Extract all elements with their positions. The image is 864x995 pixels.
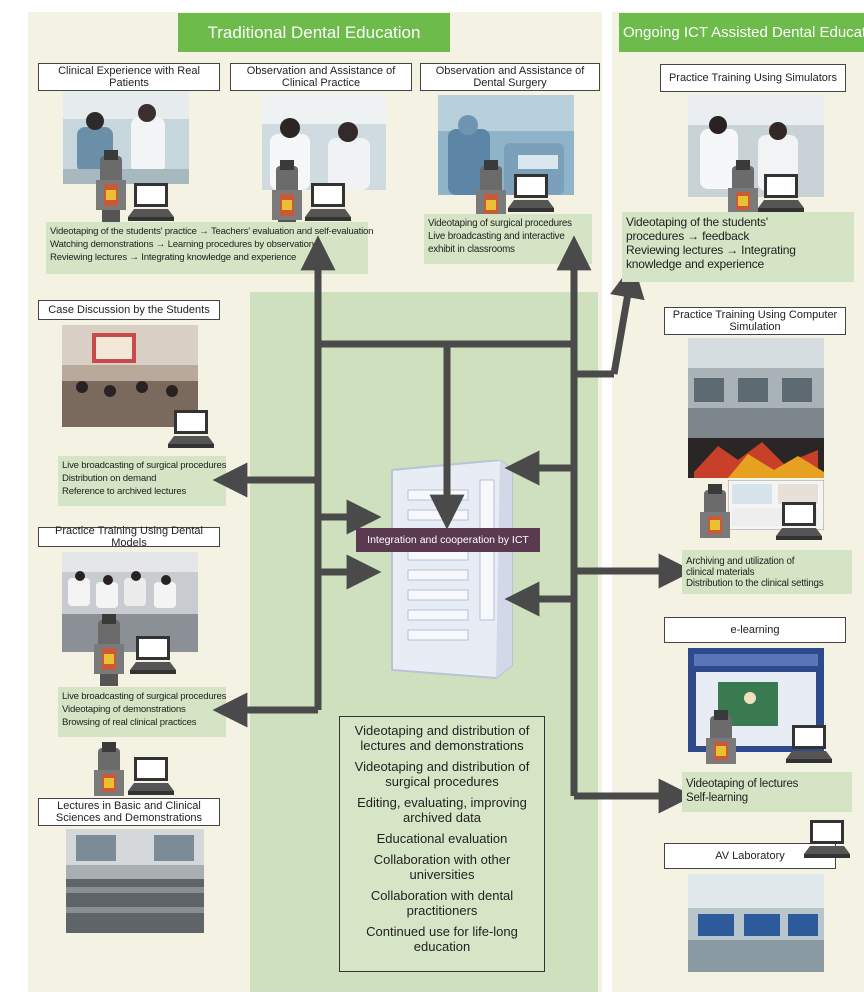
note-line: Reviewing lectures → Integrating <box>626 243 796 257</box>
function-item: Editing, evaluating, improving archived … <box>357 795 527 825</box>
dental-models-title: Practice Training Using Dental Models <box>38 525 220 549</box>
function-item: Continued use for life-long education <box>366 924 518 954</box>
note-line: Live broadcasting and interactive <box>428 231 565 242</box>
laptop-icon <box>130 636 176 676</box>
dental-models-photo <box>62 552 198 652</box>
note-line: Reference to archived lectures <box>62 486 187 497</box>
camcorder-icon <box>94 742 124 802</box>
laptop-icon <box>508 174 554 214</box>
function-item: Videotaping and distribution of surgical… <box>354 759 530 789</box>
note-line: Live broadcasting of surgical procedures <box>62 460 227 471</box>
clinical-experience-title: Clinical Experience with Real Patients <box>38 63 220 91</box>
note-line: Videotaping of the students' practice → … <box>50 226 374 237</box>
models-notes: Live broadcasting of surgical procedures… <box>58 687 226 737</box>
camcorder-icon <box>706 710 736 770</box>
laptop-icon <box>128 757 174 797</box>
laptop-icon <box>758 174 804 214</box>
note-line: Videotaping of surgical procedures <box>428 218 572 229</box>
function-item: Collaboration with dental practitioners <box>370 888 514 918</box>
laptop-icon <box>776 502 822 542</box>
note-line: Archiving and utilization of <box>686 556 795 567</box>
computer-simulation-title: Practice Training Using Computer Simulat… <box>664 307 846 335</box>
camcorder-icon <box>96 150 126 222</box>
computer-simulation-photo <box>688 338 824 478</box>
laptop-icon <box>168 410 214 450</box>
note-line: clinical materials <box>686 567 755 578</box>
note-line: Distribution to the clinical settings <box>686 578 824 589</box>
center-functions-box: Videotaping and distribution of lectures… <box>339 716 545 972</box>
lectures-photo <box>66 829 204 933</box>
camcorder-icon <box>94 614 124 686</box>
simulator-notes: Videotaping of the students' procedures … <box>622 212 854 282</box>
clinical-experience-photo <box>63 91 189 184</box>
laptop-icon <box>305 183 351 223</box>
simulators-photo <box>688 95 824 197</box>
note-line: Reviewing lectures → Integrating knowled… <box>50 252 297 263</box>
simulators-title: Practice Training Using Simulators <box>660 64 846 92</box>
elearning-title: e-learning <box>664 617 846 643</box>
note-line: Watching demonstrations → Learning proce… <box>50 239 314 250</box>
observation-surgery-title: Observation and Assistance of Dental Sur… <box>420 63 600 91</box>
observation-surgery-photo <box>438 95 574 195</box>
laptop-icon <box>128 183 174 223</box>
ict-integration-label: Integration and cooperation by ICT <box>356 528 540 552</box>
case-notes: Live broadcasting of surgical procedures… <box>58 456 226 506</box>
note-line: exhibit in classrooms <box>428 244 515 255</box>
camcorder-icon <box>700 484 730 544</box>
note-line: Videotaping of the students' <box>626 215 768 229</box>
note-line: Browsing of real clinical practices <box>62 717 197 728</box>
ict-header: Ongoing ICT Assisted Dental Educati <box>619 13 864 52</box>
note-line: Videotaping of demonstrations <box>62 704 186 715</box>
note-line: Live broadcasting of surgical procedures <box>62 691 227 702</box>
note-line: Self-learning <box>686 792 748 804</box>
av-laboratory-photo <box>688 874 824 972</box>
function-item: Collaboration with other universities <box>373 852 511 882</box>
traditional-header: Traditional Dental Education <box>178 13 450 52</box>
elearning-notes: Videotaping of lectures Self-learning <box>682 772 852 812</box>
observation-practice-title: Observation and Assistance of Clinical P… <box>230 63 412 91</box>
function-item: Educational evaluation <box>376 831 508 846</box>
laptop-icon <box>786 725 832 765</box>
laptop-icon <box>804 820 850 860</box>
note-line: knowledge and experience <box>626 257 764 271</box>
function-item: Videotaping and distribution of lectures… <box>354 723 530 753</box>
note-line: procedures → feedback <box>626 229 750 243</box>
note-line: Distribution on demand <box>62 473 157 484</box>
archive-notes: Archiving and utilization of clinical ma… <box>682 550 852 594</box>
server-rack-icon <box>372 460 522 680</box>
case-discussion-title: Case Discussion by the Students <box>38 300 220 320</box>
camcorder-icon <box>728 160 758 220</box>
note-line: Videotaping of lectures <box>686 778 799 790</box>
lectures-title: Lectures in Basic and Clinical Sciences … <box>38 798 220 826</box>
